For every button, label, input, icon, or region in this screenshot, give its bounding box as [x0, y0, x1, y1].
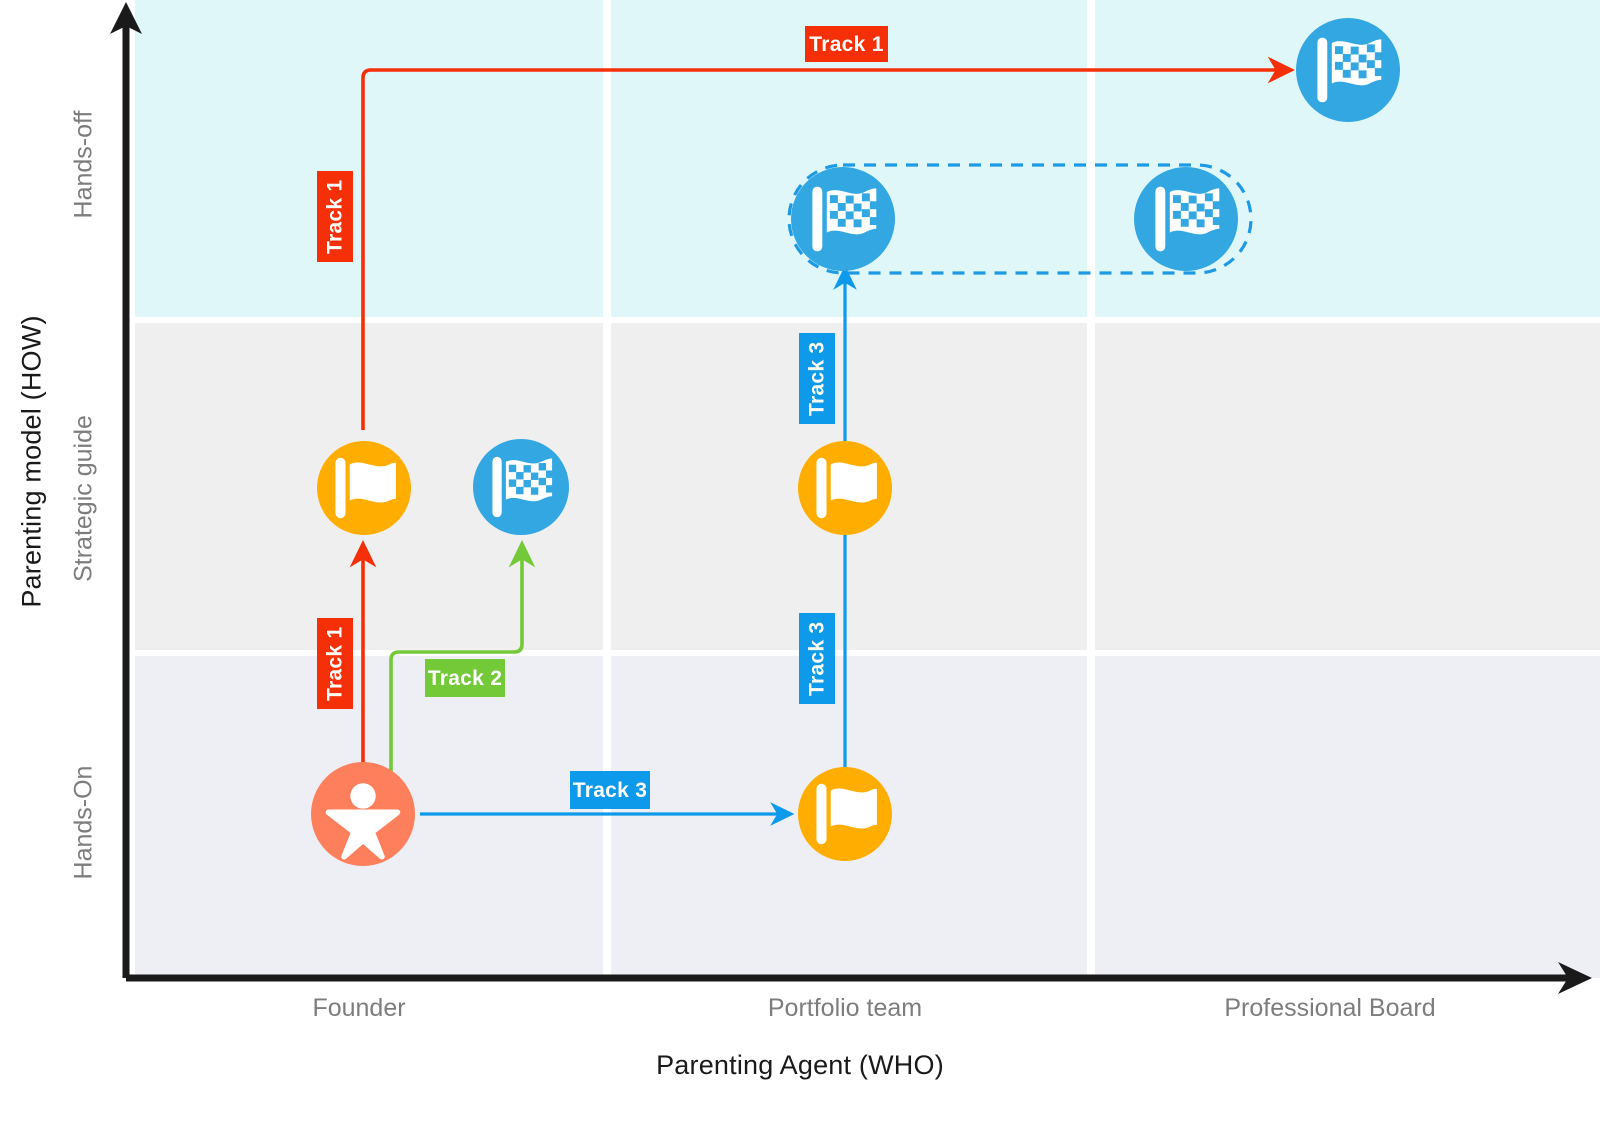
column-label-founder: Founder: [312, 994, 406, 1022]
node-founder-person[interactable]: [311, 762, 415, 866]
track-1-label-middle[interactable]: Track 1: [317, 171, 353, 262]
goal-group-dashed-box: [787, 163, 1253, 275]
track-3-label-row[interactable]: Track 3: [570, 771, 650, 809]
track-2-path: [389, 539, 536, 800]
node-founder-flag[interactable]: [317, 441, 411, 535]
row-label-hands-off: Hands-off: [69, 110, 98, 219]
row-band-hands-off: [135, 0, 1600, 317]
y-axis-title: Parenting model (HOW): [16, 315, 47, 608]
track-3-label-middle[interactable]: Track 3: [799, 613, 835, 704]
track-1-label-top[interactable]: Track 1: [805, 26, 888, 62]
node-board-goal[interactable]: [1134, 167, 1238, 271]
x-axis-title: Parenting Agent (WHO): [656, 1050, 944, 1080]
track-2-label[interactable]: Track 2: [425, 659, 505, 697]
node-founder-goal[interactable]: [473, 439, 569, 535]
track-3-label-upper[interactable]: Track 3: [799, 333, 835, 424]
column-label-portfolio-team: Portfolio team: [767, 994, 923, 1022]
row-label-strategic-guide: Strategic guide: [69, 415, 98, 582]
track-1-path: [349, 56, 1296, 800]
node-portfolio-flag-mid[interactable]: [798, 441, 892, 535]
node-board-goal-top[interactable]: [1296, 18, 1400, 122]
node-portfolio-goal[interactable]: [791, 167, 895, 271]
row-label-hands-on: Hands-On: [69, 765, 98, 880]
column-label-professional-board: Professional Board: [1224, 994, 1436, 1022]
row-band-hands-on: [135, 656, 1600, 978]
axes: [110, 2, 1592, 994]
node-portfolio-flag-low[interactable]: [798, 767, 892, 861]
track-1-label-lower[interactable]: Track 1: [317, 618, 353, 709]
